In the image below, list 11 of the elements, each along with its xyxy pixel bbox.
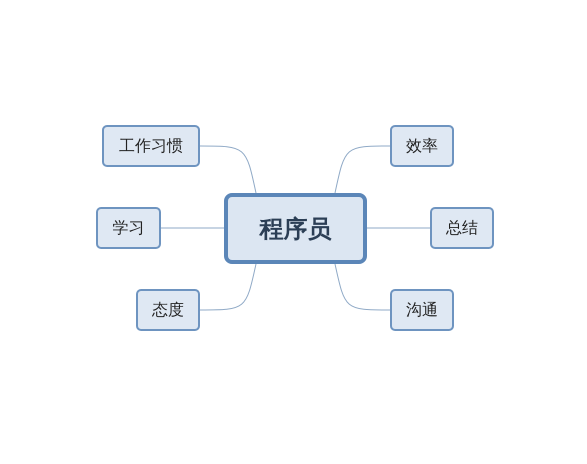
connector-line xyxy=(334,264,390,310)
subtopic-box: 态度 xyxy=(136,289,200,331)
subtopic-box: 工作习惯 xyxy=(102,125,200,167)
subtopic-box: 效率 xyxy=(390,125,454,167)
connector-line xyxy=(200,264,256,310)
subtopic-box: 总结 xyxy=(430,207,494,249)
central-topic-box: 程序员 xyxy=(224,193,367,264)
connector-line xyxy=(334,146,390,194)
subtopic-box: 学习 xyxy=(96,207,161,249)
connector-line xyxy=(200,146,256,194)
subtopic-box: 沟通 xyxy=(390,289,454,331)
